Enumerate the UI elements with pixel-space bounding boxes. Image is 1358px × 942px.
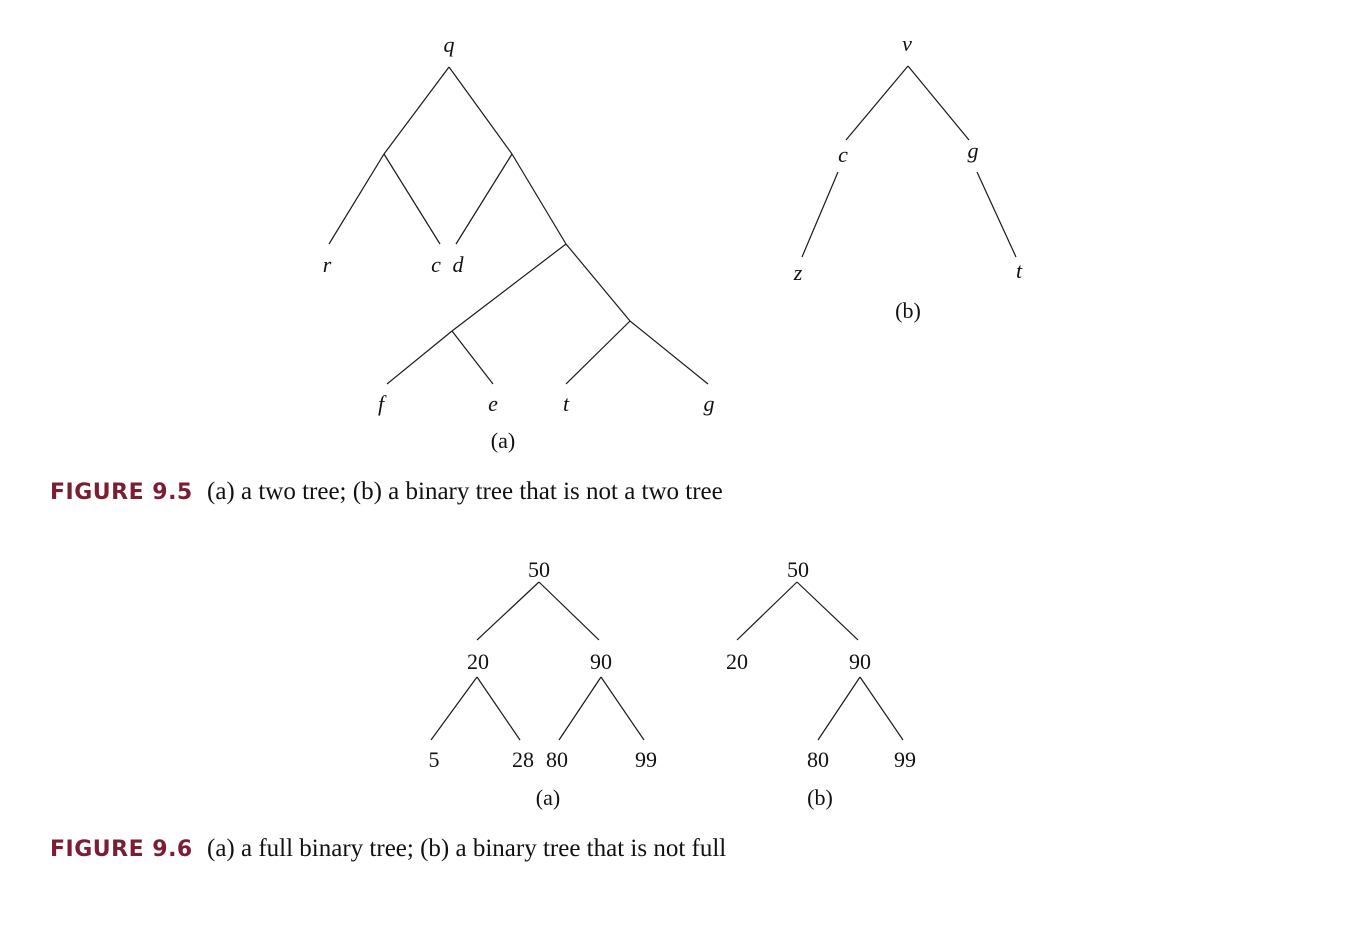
node-label: v [902, 31, 912, 56]
node-label: c [431, 252, 441, 277]
node-label: 90 [849, 649, 871, 674]
node-label: t [563, 391, 570, 416]
sublabel: (a) [491, 428, 515, 453]
edge [845, 65, 909, 141]
node-label: 80 [807, 747, 829, 772]
figure-number: FIGURE 9.6 [50, 837, 193, 862]
edge [386, 330, 453, 385]
edge [538, 581, 600, 641]
caption-text: (a) a full binary tree; (b) a binary tre… [207, 835, 727, 862]
edge [476, 581, 540, 641]
node-label: 20 [726, 649, 748, 674]
sublabel: (b) [895, 298, 921, 323]
edge [328, 153, 385, 245]
edge [455, 153, 513, 245]
figure-9-6-tree-b: 50 20 90 80 99 (b) [726, 557, 916, 810]
node-label: t [1016, 258, 1023, 283]
node-label: 5 [429, 747, 440, 772]
node-label: 50 [787, 557, 809, 582]
node-label: e [488, 391, 498, 416]
node-label: 20 [467, 649, 489, 674]
figure-9-5-tree-a: q r c d f e t g (a) [323, 32, 715, 453]
figure-number: FIGURE 9.5 [50, 480, 193, 505]
edge [451, 243, 567, 332]
edge [565, 320, 631, 385]
edge [430, 676, 478, 741]
figure-caption: FIGURE 9.6 (a) a full binary tree; (b) a… [50, 835, 726, 863]
node-label: 80 [546, 747, 568, 772]
edge [558, 676, 602, 741]
figure-9-5-tree-b: v c g z t (b) [793, 31, 1023, 323]
edge [976, 171, 1017, 258]
caption-text: (a) a two tree; (b) a binary tree that i… [207, 478, 723, 505]
node-label: 99 [894, 747, 916, 772]
node-label: q [444, 32, 455, 57]
edge [600, 676, 645, 741]
node-label: g [968, 138, 979, 163]
edge [907, 65, 970, 141]
edge [859, 676, 904, 741]
edge [801, 171, 839, 258]
node-label: z [793, 260, 803, 285]
edge [383, 153, 441, 245]
node-label: r [323, 252, 332, 277]
edge [383, 66, 450, 155]
edge [629, 320, 709, 385]
node-label: 90 [590, 649, 612, 674]
node-label: f [378, 391, 387, 416]
edge [476, 676, 521, 741]
sublabel: (a) [536, 785, 560, 810]
node-label: 99 [635, 747, 657, 772]
edge [511, 153, 567, 245]
node-label: 50 [528, 557, 550, 582]
sublabel: (b) [807, 785, 833, 810]
edge [796, 581, 859, 641]
edge [448, 66, 513, 155]
node-label: c [838, 142, 848, 167]
node-label: 28 [512, 747, 534, 772]
edge [817, 676, 861, 741]
figure-caption: FIGURE 9.5 (a) a two tree; (b) a binary … [50, 478, 723, 506]
edge [565, 243, 631, 322]
node-label: g [704, 391, 715, 416]
edge [451, 330, 494, 385]
edge [736, 581, 798, 641]
node-label: d [453, 252, 465, 277]
figure-9-6-tree-a: 50 20 90 5 28 80 99 (a) [429, 557, 658, 810]
